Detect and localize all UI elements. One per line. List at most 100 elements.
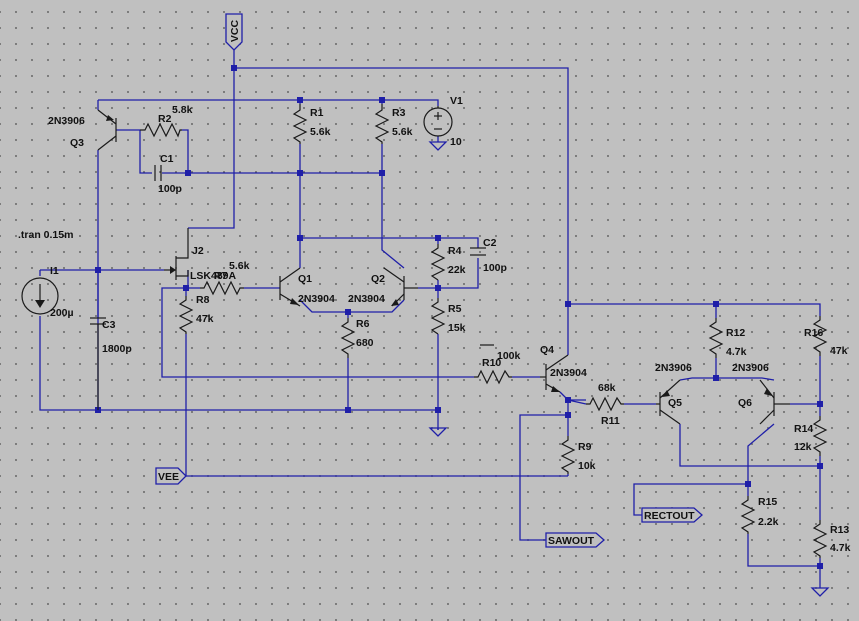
- wire-q5-q6-emitters: [679, 377, 775, 381]
- junction: [435, 235, 441, 241]
- r1-value: 5.6k: [310, 126, 331, 138]
- q5-emitter-lead: [659, 379, 681, 399]
- resistor-r9[interactable]: R9 10k: [560, 436, 596, 474]
- junction: [345, 309, 351, 315]
- resistor-r11[interactable]: 68k R11: [567, 382, 624, 427]
- r8-zigzag: [178, 296, 194, 334]
- c1-name: C1: [160, 153, 174, 165]
- q2-collector-lead: [383, 267, 405, 283]
- r16-name: R16: [804, 327, 823, 339]
- r6-zigzag: [340, 318, 356, 358]
- capacitor-c1[interactable]: C1 100p: [154, 153, 182, 195]
- transistor-q4[interactable]: Q4 2N3904: [540, 344, 587, 393]
- wire-rectout: [633, 483, 748, 516]
- tran-directive[interactable]: .tran 0.15m: [18, 229, 73, 241]
- wire-r3-q2c: [381, 144, 405, 269]
- junction: [745, 481, 751, 487]
- ground-icon: [428, 427, 448, 437]
- r15-zigzag: [740, 496, 756, 534]
- vee-flag-shape: [155, 467, 187, 485]
- resistor-r15[interactable]: R15 2.2k: [740, 496, 779, 534]
- transistor-q6[interactable]: 2N3906 Q6: [732, 362, 790, 425]
- rectout-flag[interactable]: RECTOUT: [641, 507, 703, 523]
- sawout-label: SAWOUT: [548, 535, 595, 547]
- voltage-source-v1[interactable]: V1 10: [423, 95, 463, 148]
- ground-symbol: [810, 587, 830, 597]
- r11-value: 68k: [598, 382, 616, 394]
- q4-model: 2N3904: [550, 367, 587, 379]
- r12-zigzag: [708, 318, 724, 358]
- q2-arrow-icon: [391, 299, 399, 306]
- junction: [95, 267, 101, 273]
- r13-zigzag: [812, 520, 828, 558]
- v1-value: 10: [450, 136, 462, 148]
- vcc-flag[interactable]: VCC: [225, 13, 243, 51]
- resistor-r14[interactable]: R14 12k: [794, 416, 828, 456]
- r4-zigzag: [430, 244, 446, 281]
- junction: [297, 235, 303, 241]
- rectout-flag-shape: [641, 507, 703, 523]
- capacitor-c2[interactable]: C2 100p: [470, 237, 507, 274]
- q3-collector-lead: [97, 135, 117, 151]
- c2-name: C2: [483, 237, 497, 249]
- q1-collector-lead: [279, 267, 301, 283]
- q3-arrow-icon: [106, 115, 114, 121]
- q6-model: 2N3906: [732, 362, 769, 374]
- resistor-r4[interactable]: R4 22k: [430, 244, 466, 281]
- vee-flag[interactable]: VEE: [155, 467, 187, 485]
- r5-name: R5: [448, 303, 462, 315]
- resistor-r12[interactable]: R12 4.7k: [708, 318, 747, 358]
- i1-body: [21, 277, 59, 315]
- junction: [817, 563, 823, 569]
- sawout-flag-shape: [545, 532, 605, 548]
- transistor-q1[interactable]: Q1 2N3904: [279, 267, 335, 307]
- junction: [231, 65, 237, 71]
- junction: [435, 285, 441, 291]
- q5-arrow-icon: [662, 390, 670, 397]
- r9-name: R9: [578, 441, 592, 453]
- transistor-q2[interactable]: Q2 2N3904: [348, 267, 418, 307]
- r16-value: 47k: [830, 345, 848, 357]
- junction: [435, 407, 441, 413]
- resistor-r5[interactable]: R5 15k: [430, 298, 466, 335]
- r14-zigzag: [812, 416, 828, 456]
- wire-right-rail: [568, 303, 821, 316]
- r9-value: 10k: [578, 460, 596, 472]
- r14-name: R14: [794, 423, 813, 435]
- q2-name: Q2: [371, 273, 385, 285]
- v1-body: [423, 107, 453, 137]
- r6-value: 680: [356, 337, 374, 349]
- r5-zigzag: [430, 298, 446, 335]
- junction: [565, 301, 571, 307]
- resistor-r16[interactable]: R16 47k: [804, 316, 848, 357]
- resistor-r8[interactable]: R8 47k: [178, 294, 214, 334]
- sawout-flag[interactable]: SAWOUT: [545, 532, 605, 548]
- c3-name: C3: [102, 319, 116, 331]
- vee-label: VEE: [158, 471, 179, 483]
- wire-tail: [299, 299, 405, 313]
- transistor-q3[interactable]: 2N3906 Q3: [48, 109, 117, 151]
- resistor-r2[interactable]: R2 5.8k: [140, 104, 193, 138]
- resistor-r10[interactable]: R10 100k: [474, 344, 521, 385]
- resistor-r1[interactable]: R1 5.6k: [292, 104, 331, 144]
- q6-collector-lead: [759, 409, 775, 425]
- transistor-q5[interactable]: 2N3906 Q5: [655, 362, 692, 425]
- r7-zigzag: [200, 280, 244, 296]
- junction: [379, 97, 385, 103]
- q1-arrow-icon: [290, 298, 299, 305]
- resistor-r13[interactable]: R13 4.7k: [812, 520, 851, 558]
- r12-value: 4.7k: [726, 346, 747, 358]
- resistor-r6[interactable]: R6 680: [340, 318, 374, 358]
- current-source-i1[interactable]: I1 200µ: [21, 265, 74, 319]
- resistor-r3[interactable]: R3 5.6k: [374, 104, 413, 144]
- r8-name: R8: [196, 294, 210, 306]
- q3-name: Q3: [70, 137, 84, 149]
- q6-name: Q6: [738, 397, 752, 409]
- r15-value: 2.2k: [758, 516, 779, 528]
- jfet-j2[interactable]: J2 LSK489A: [164, 228, 237, 282]
- resistor-r7[interactable]: R7 5.6k: [200, 260, 250, 296]
- capacitor-c3[interactable]: C3 1800p: [90, 317, 132, 410]
- q4-name: Q4: [540, 344, 554, 356]
- junction: [297, 170, 303, 176]
